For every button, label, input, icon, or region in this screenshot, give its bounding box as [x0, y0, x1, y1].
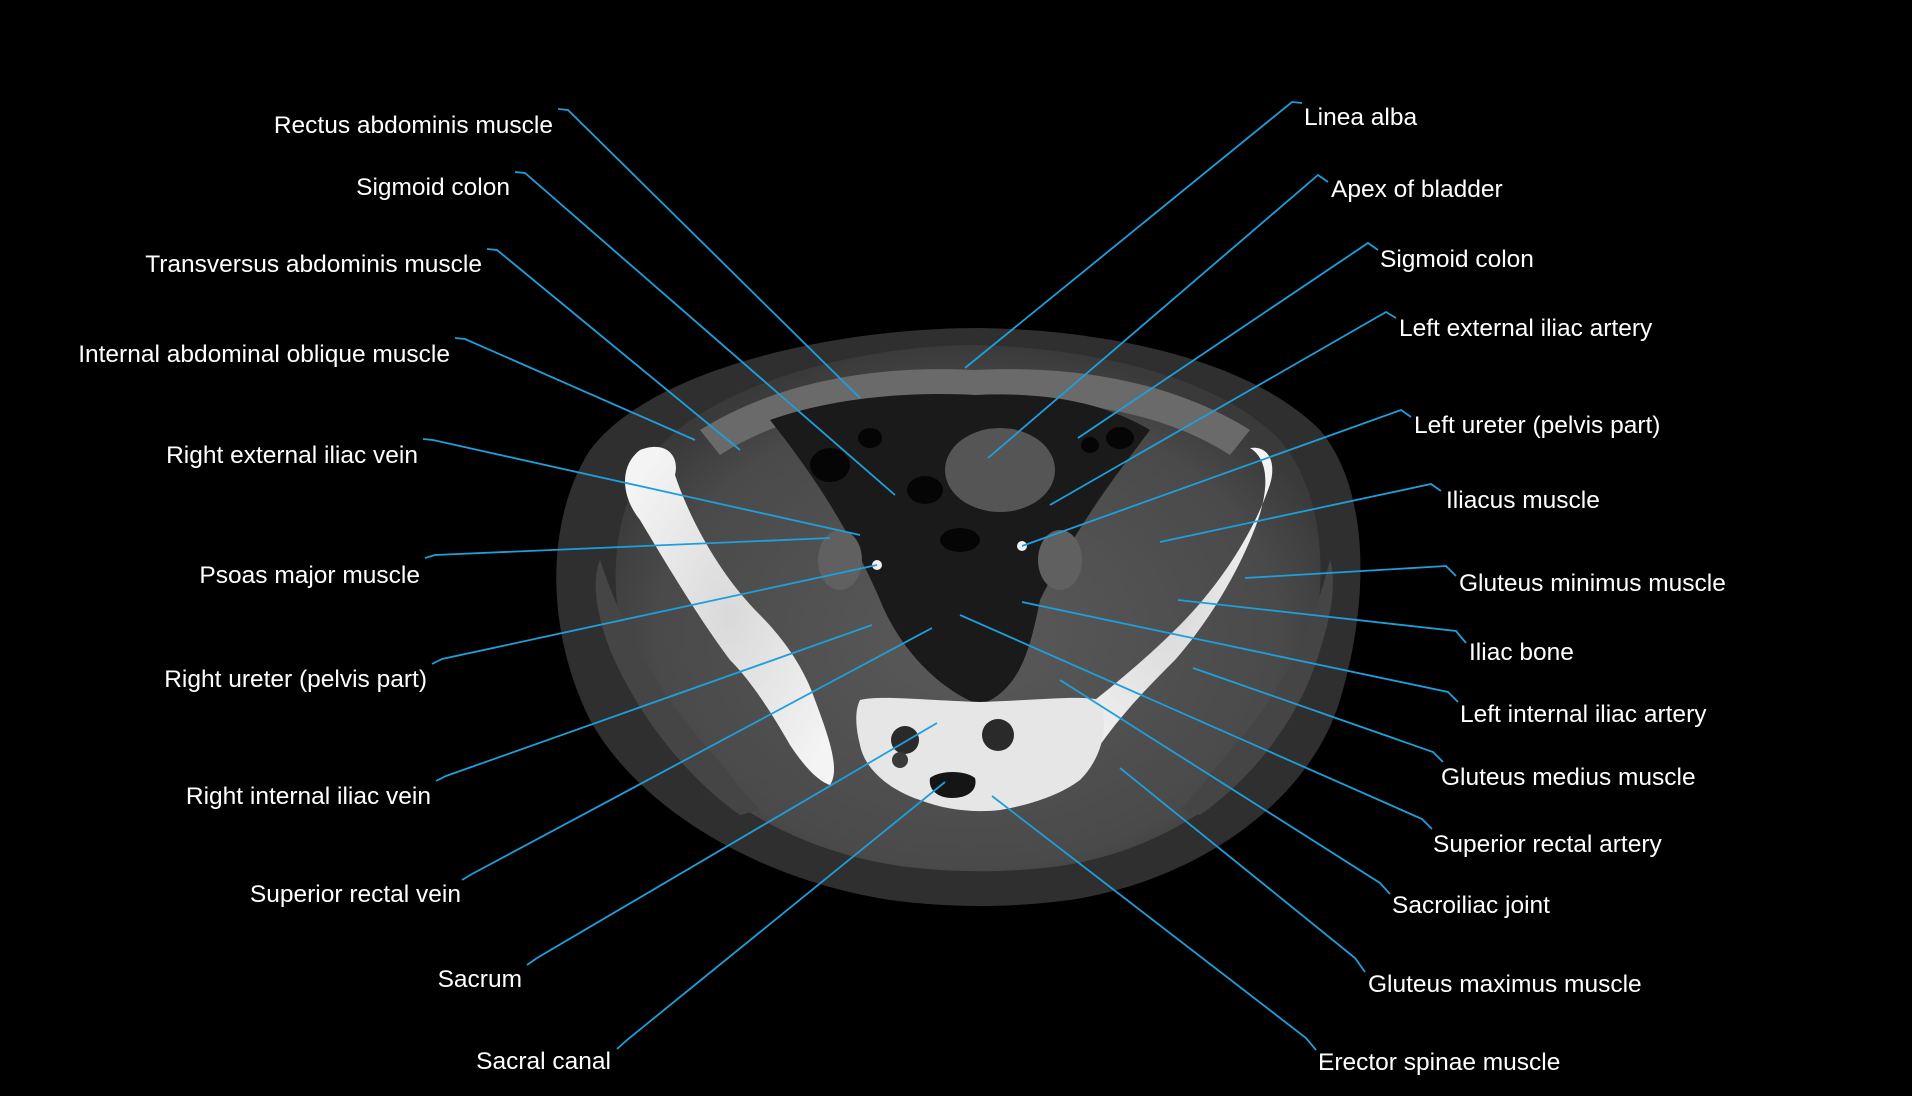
gas-bubble — [858, 428, 882, 448]
gluteal-left — [1180, 560, 1333, 815]
leader-iliac-bone — [1177, 599, 1467, 644]
label-erector-spinae-muscle: Erector spinae muscle — [1318, 1049, 1560, 1076]
leader-superior-rectal-artery — [959, 614, 1433, 830]
leader-internal-oblique — [454, 337, 696, 441]
leader-iliacus — [1159, 483, 1442, 543]
leader-apex-of-bladder — [987, 173, 1329, 459]
label-sacrum: Sacrum — [438, 966, 522, 993]
labels-right: Linea alba Apex of bladder Sigmoid colon… — [1304, 104, 1726, 1076]
sacrum-bone — [856, 697, 1104, 812]
label-left-internal-iliac-artery: Left internal iliac artery — [1460, 701, 1707, 728]
leader-right-external-iliac-vein — [422, 438, 861, 536]
leader-sacrum — [526, 722, 938, 966]
sacral-canal-shape — [929, 772, 976, 798]
gas-bubble — [810, 448, 850, 482]
bladder — [945, 428, 1055, 512]
label-sigmoid-colon-right: Sigmoid colon — [356, 174, 510, 201]
label-right-internal-iliac-vein: Right internal iliac vein — [186, 783, 431, 810]
leader-right-ureter — [431, 564, 878, 665]
leader-left-internal-iliac-artery — [1021, 601, 1459, 703]
leader-linea-alba — [964, 101, 1303, 369]
label-iliac-bone: Iliac bone — [1469, 639, 1574, 666]
label-gluteus-minimus-muscle: Gluteus minimus muscle — [1459, 570, 1726, 597]
gas-bubble — [940, 528, 980, 552]
label-right-external-iliac-vein: Right external iliac vein — [166, 442, 418, 469]
label-gluteus-medius-muscle: Gluteus medius muscle — [1441, 764, 1696, 791]
psoas-left — [1038, 530, 1082, 590]
label-sigmoid-colon-left: Sigmoid colon — [1380, 246, 1534, 273]
labels-left: Rectus abdominis muscle Sigmoid colon Tr… — [78, 112, 611, 1075]
sacral-foramen — [982, 719, 1014, 751]
leader-gluteus-maximus — [1119, 767, 1366, 973]
leader-erector-spinae — [991, 795, 1317, 1051]
gluteal-right — [595, 560, 760, 815]
gas-bubble — [1081, 437, 1099, 453]
ct-scan-image — [556, 328, 1361, 906]
leader-lines-right — [959, 101, 1467, 1051]
leader-sacral-canal — [616, 781, 946, 1050]
label-left-external-iliac-artery: Left external iliac artery — [1399, 315, 1653, 342]
leader-right-internal-iliac-vein — [435, 624, 873, 782]
gas-bubble — [907, 476, 943, 504]
leader-left-external-iliac-artery — [1049, 310, 1397, 506]
leader-psoas-major — [424, 537, 831, 559]
label-left-ureter-pelvis-part: Left ureter (pelvis part) — [1414, 412, 1660, 439]
label-transversus-abdominis-muscle: Transversus abdominis muscle — [145, 251, 482, 278]
label-rectus-abdominis-muscle: Rectus abdominis muscle — [274, 112, 553, 139]
label-sacral-canal: Sacral canal — [476, 1048, 611, 1075]
leader-sacroiliac-joint — [1059, 679, 1391, 895]
leader-sigmoid-colon-left — [1077, 241, 1379, 439]
left-iliac-bone — [1060, 447, 1273, 775]
label-iliacus-muscle: Iliacus muscle — [1446, 487, 1600, 514]
sacral-foramen — [892, 752, 908, 768]
label-apex-of-bladder: Apex of bladder — [1331, 176, 1503, 203]
leader-rectus-abdominis — [557, 108, 861, 399]
sacral-foramen — [891, 726, 919, 754]
leader-superior-rectal-vein — [461, 627, 933, 881]
label-sacroiliac-joint: Sacroiliac joint — [1392, 892, 1550, 919]
leader-transversus-abdominis — [486, 248, 741, 451]
label-linea-alba: Linea alba — [1304, 104, 1417, 131]
label-psoas-major-muscle: Psoas major muscle — [199, 562, 420, 589]
abdominal-wall — [700, 369, 1250, 455]
leader-left-ureter — [1021, 408, 1412, 547]
label-internal-abdominal-oblique-muscle: Internal abdominal oblique muscle — [78, 341, 450, 368]
leader-lines-left — [422, 108, 946, 1050]
label-superior-rectal-vein: Superior rectal vein — [250, 881, 461, 908]
leader-gluteus-medius — [1192, 667, 1444, 763]
right-iliac-bone — [625, 446, 835, 785]
label-gluteus-maximus-muscle: Gluteus maximus muscle — [1368, 971, 1642, 998]
leader-gluteus-minimus — [1244, 565, 1457, 579]
label-right-ureter-pelvis-part: Right ureter (pelvis part) — [164, 666, 427, 693]
gas-bubble — [1106, 427, 1134, 449]
leader-sigmoid-colon-right — [514, 171, 896, 496]
label-superior-rectal-artery: Superior rectal artery — [1433, 831, 1663, 858]
